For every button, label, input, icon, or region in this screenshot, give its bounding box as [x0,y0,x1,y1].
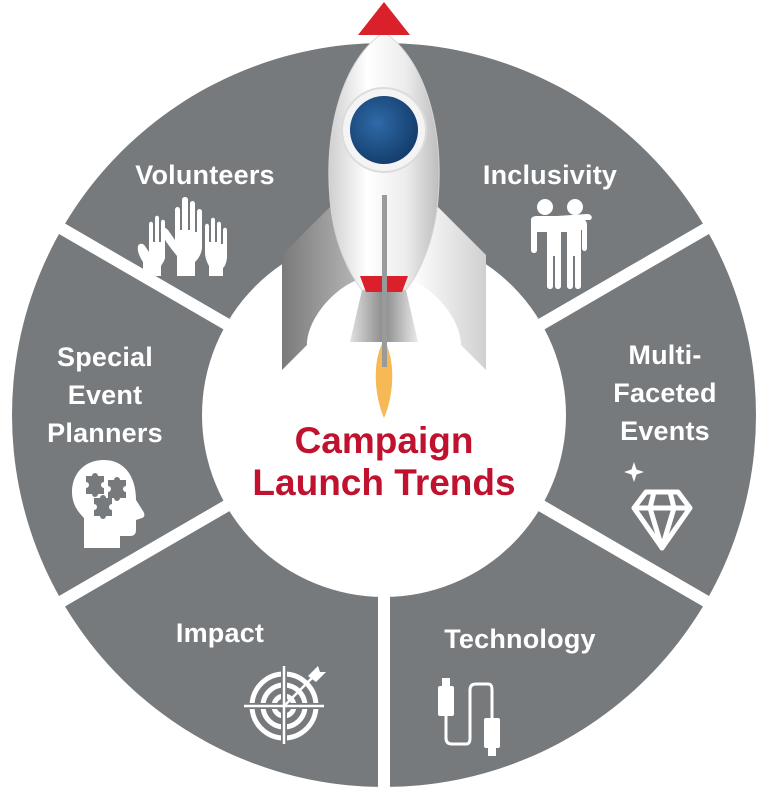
two-people-icon [531,199,592,289]
segment-label-special-event-planners: Special Event Planners [47,342,163,448]
target-arrow-icon [242,664,326,746]
head-puzzle-icon [72,460,145,548]
segment-label-technology: Technology [444,624,596,654]
segment-label-multi-faceted-events: Multi- Faceted Events [613,340,717,446]
segment-label-impact: Impact [175,618,265,648]
segment-dividers [36,210,732,799]
segment-label-volunteers: Volunteers [135,160,275,190]
segment-label-inclusivity: Inclusivity [482,160,618,190]
diagram-title: Campaign Launch Trends [252,420,516,503]
usb-cable-icon [438,678,500,756]
raised-hands-icon [137,197,227,276]
diamond-icon [624,462,693,551]
rocket-icon [282,2,486,418]
